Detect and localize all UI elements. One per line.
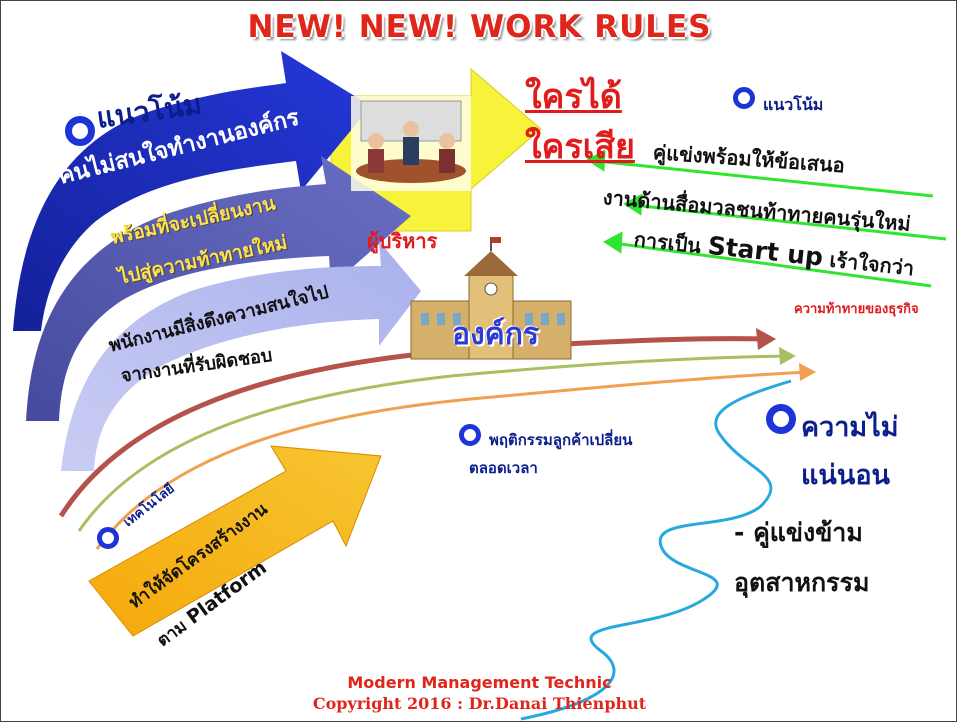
uncertainty-line2: แน่นอน <box>801 460 890 491</box>
bullet-icon <box>65 116 95 146</box>
brown-curve-head <box>756 328 776 350</box>
bullet-icon <box>733 87 755 109</box>
navy-curved-arrow <box>13 51 371 331</box>
losers-label: ใครเสีย <box>525 127 635 167</box>
trend-right-label: แนวโน้ม <box>763 95 824 114</box>
bullet-icon <box>97 527 119 549</box>
customer-line2: ตลอดเวลา <box>469 459 538 477</box>
orange-curve-head <box>799 363 816 381</box>
orange-curve <box>95 370 812 550</box>
cross-industry-line1: - คู่แข่งข้าม <box>734 518 863 547</box>
olive-curve <box>77 354 792 532</box>
platform-arrow <box>88 445 382 637</box>
cross-industry-line2: อุตสาหกรรม <box>734 568 870 597</box>
uncertainty-line1: ความไม่ <box>801 412 899 443</box>
footer-line2: Copyright 2016 : Dr.Danai Thienphut <box>312 694 647 713</box>
meeting-clipart-icon <box>351 96 471 191</box>
business-challenge-label: ความท้าทายของธุรกิจ <box>794 302 919 317</box>
right-line3-post: เร้าใจกว่า <box>828 247 916 281</box>
right-line3-pre: การเป็น <box>632 227 703 258</box>
footer-line1: Modern Management Technic <box>347 673 612 692</box>
lavender-curved-arrow <box>61 241 421 471</box>
winners-label: ใครได้ <box>525 77 622 117</box>
olive-curve-head <box>779 347 796 365</box>
bullet-icon <box>459 424 481 446</box>
purple-curved-arrow <box>26 156 411 421</box>
organization-label: องค์กร <box>452 317 540 352</box>
uncertainty-river <box>520 379 792 721</box>
bullet-icon <box>766 404 796 434</box>
building-clipart-icon <box>410 237 572 360</box>
page-title: NEW! NEW! WORK RULES <box>247 9 712 45</box>
customer-line1: พฤติกรรมลูกค้าเปลี่ยน <box>489 431 633 449</box>
executives-label: ผู้บริหาร <box>367 229 438 253</box>
green-arrows <box>586 149 947 288</box>
